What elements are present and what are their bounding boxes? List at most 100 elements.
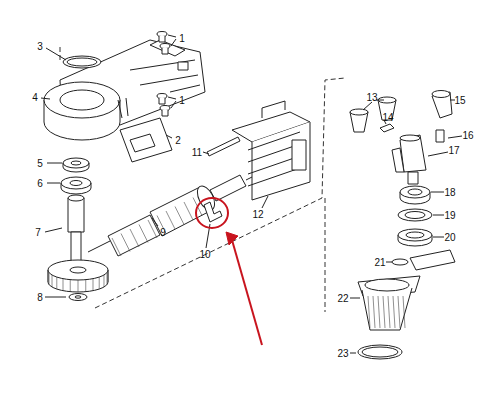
callout-number: 15 xyxy=(454,95,465,106)
drawing-stroke xyxy=(49,273,50,285)
drawing-stroke xyxy=(85,280,86,292)
drawing-stroke xyxy=(88,241,110,252)
drawing-stroke xyxy=(398,229,432,241)
callout-number: 14 xyxy=(382,112,393,123)
drawing-stroke xyxy=(408,189,422,195)
switch-board xyxy=(118,98,172,162)
callout-number: 7 xyxy=(35,227,41,238)
ring xyxy=(358,345,402,359)
drawing-stroke xyxy=(365,279,409,291)
bearing xyxy=(392,186,432,265)
drawing-stroke xyxy=(48,260,108,280)
drawing-stroke xyxy=(106,273,107,285)
drawing-stroke xyxy=(388,296,390,328)
drawing-stroke xyxy=(184,202,193,220)
drawing-stroke xyxy=(392,259,408,265)
drawing-stroke xyxy=(408,172,418,184)
drawing-stroke xyxy=(60,90,104,110)
drawing-stroke xyxy=(204,202,222,222)
drawing-stroke xyxy=(108,215,160,256)
drawing-stroke xyxy=(120,118,172,162)
drawing-stroke xyxy=(108,270,109,282)
callout-number: 19 xyxy=(444,210,455,221)
bevel-gear xyxy=(350,91,452,133)
bearing xyxy=(61,158,91,194)
pin xyxy=(436,130,444,142)
plate xyxy=(410,250,455,270)
drawing-stroke xyxy=(118,98,128,118)
drawing-stroke xyxy=(166,211,175,229)
drawing-stroke xyxy=(196,198,228,228)
drawing-stroke xyxy=(71,161,81,165)
arrow-head xyxy=(226,232,238,245)
highlight xyxy=(196,198,262,345)
drawing-stroke xyxy=(398,209,432,221)
drawing-stroke xyxy=(400,135,420,141)
callout-number: 3 xyxy=(37,41,43,52)
gear-teeth xyxy=(48,270,108,292)
drawing-stroke xyxy=(71,232,81,262)
drawing-stroke xyxy=(70,181,82,186)
o-ring xyxy=(67,58,97,66)
drawing-stroke xyxy=(56,277,57,289)
drawing-stroke xyxy=(350,109,368,115)
ring xyxy=(362,347,398,357)
drawing-stroke xyxy=(68,198,84,232)
callout-number: 10 xyxy=(199,249,210,260)
callout-number: 2 xyxy=(175,135,181,146)
drawing-stroke xyxy=(63,163,89,172)
drawing-stroke xyxy=(61,177,91,189)
drawing-stroke xyxy=(130,229,139,247)
washer xyxy=(69,294,87,301)
callout-number: 4 xyxy=(32,92,38,103)
drawing-stroke xyxy=(362,288,412,330)
drawing-stroke xyxy=(403,296,405,328)
callout-number: 21 xyxy=(374,257,385,268)
callout-number: 6 xyxy=(37,178,43,189)
drawing-stroke xyxy=(52,275,53,287)
drawing-stroke xyxy=(207,137,240,156)
drawing-stroke xyxy=(70,267,86,273)
drawing-stroke xyxy=(121,234,130,252)
leader-line xyxy=(152,218,158,226)
drawing-stroke xyxy=(139,225,148,243)
drawing-stroke xyxy=(63,279,64,291)
callout-number: 1 xyxy=(179,95,185,106)
drawing-stroke xyxy=(103,275,104,287)
drawing-stroke xyxy=(160,106,170,111)
gear-case xyxy=(358,276,420,330)
armature xyxy=(88,172,262,256)
drawing-stroke xyxy=(157,32,167,37)
armature-winding xyxy=(112,198,202,257)
drawing-stroke xyxy=(70,280,71,292)
drawing-stroke xyxy=(78,280,79,292)
leader-line xyxy=(262,196,268,208)
drawing-stroke xyxy=(210,175,246,201)
callout-number: 13 xyxy=(366,92,377,103)
drawing-stroke xyxy=(162,48,168,54)
drawing-stroke xyxy=(406,232,424,238)
drawing-stroke xyxy=(325,198,326,312)
drawing-stroke xyxy=(159,98,165,104)
drawing-stroke xyxy=(393,296,395,328)
o-ring xyxy=(63,56,101,68)
drawing-stroke xyxy=(400,186,430,198)
pin xyxy=(207,137,240,156)
drawing-stroke xyxy=(383,296,385,328)
drawing-stroke xyxy=(262,101,285,118)
drawing-stroke xyxy=(160,44,170,49)
callout-number: 12 xyxy=(252,209,263,220)
gear-case-rib xyxy=(368,296,405,328)
drawing-stroke xyxy=(392,148,404,172)
drawing-stroke xyxy=(60,45,61,60)
leader-line xyxy=(203,152,209,154)
drawing-stroke xyxy=(63,158,89,168)
drawing-stroke xyxy=(61,183,91,194)
drawing-stroke xyxy=(292,140,306,170)
drawing-stroke xyxy=(378,296,380,328)
spindle xyxy=(392,135,426,184)
leader-line xyxy=(350,192,444,353)
field-core xyxy=(232,101,310,200)
drawing-stroke xyxy=(162,110,168,116)
